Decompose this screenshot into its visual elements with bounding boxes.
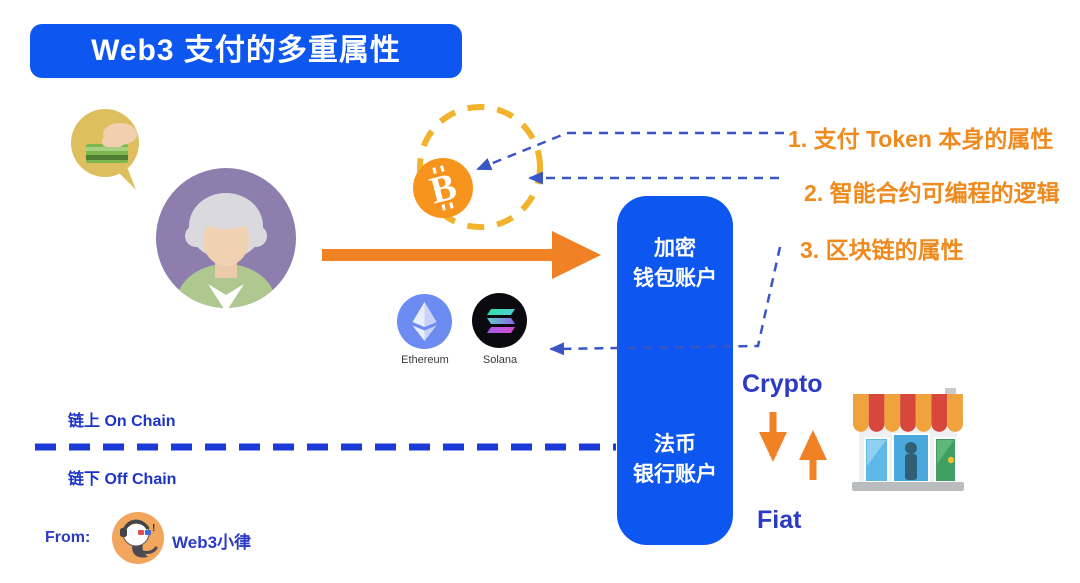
connector-annotation-1-to-token	[476, 131, 784, 171]
page-title: Web3 支付的多重属性	[30, 24, 462, 78]
bitcoin-icon: B	[413, 158, 473, 218]
fiat-label: Fiat	[757, 506, 802, 534]
brand-name: Web3小律	[172, 533, 252, 552]
user-avatar	[156, 168, 296, 308]
accounts-panel: 加密 钱包账户 法币 银行账户	[617, 196, 733, 545]
source-from-label: From:	[45, 529, 91, 546]
bitcoin-letter: B	[426, 166, 461, 213]
fiat-bank-account-label: 法币 银行账户	[633, 433, 717, 486]
solana-icon	[472, 293, 527, 348]
annotation-item-1: 1. 支付 Token 本身的属性	[788, 126, 1054, 152]
annotation-item-3: 3. 区块链的属性	[800, 237, 964, 263]
solana-label: Solana	[482, 354, 518, 366]
annotation-item-2: 2. 智能合约可编程的逻辑	[804, 180, 1060, 206]
merchant-store-icon	[852, 388, 964, 491]
svg-text:!: !	[152, 523, 155, 534]
ethereum-icon	[397, 294, 452, 349]
crypto-wallet-account-label: 加密 钱包账户	[633, 237, 717, 290]
brand-logo-icon: !	[112, 512, 164, 564]
payment-flow-arrow	[322, 231, 601, 279]
bitcoin-glyph: B	[426, 165, 461, 213]
card-payment-bubble-icon	[71, 109, 139, 190]
ethereum-label: Ethereum	[401, 354, 449, 366]
on-chain-label: 链上 On Chain	[68, 413, 176, 430]
crypto-label: Crypto	[742, 370, 823, 398]
off-chain-label: 链下 Off Chain	[68, 471, 177, 488]
store-awning	[853, 394, 963, 432]
